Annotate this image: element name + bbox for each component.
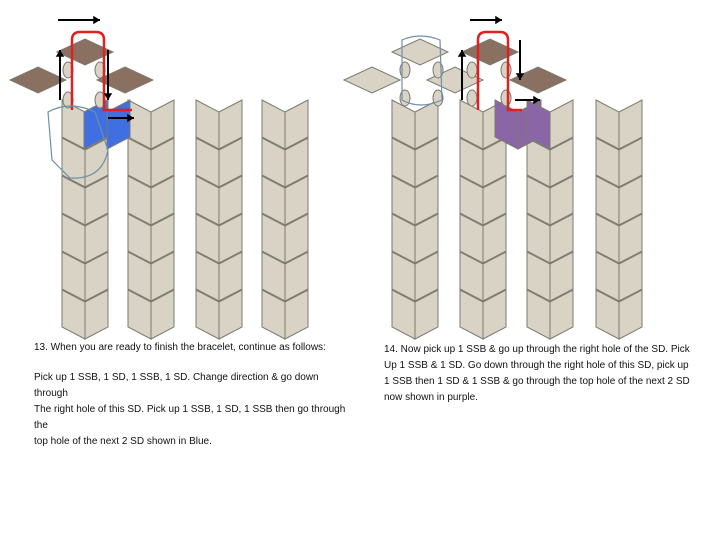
step-14-line: 1 SSB then 1 SD & 1 SSB & go through the… <box>384 376 690 387</box>
superduo-bead <box>414 289 439 340</box>
superduo-bead <box>414 251 439 302</box>
superduo-bead <box>84 289 109 340</box>
superduo-bead <box>526 99 551 150</box>
superduo-bead <box>150 137 175 188</box>
superduo-bead <box>84 251 109 302</box>
superduo-bead <box>218 251 243 302</box>
superduo-bead <box>150 289 175 340</box>
superduo-bead <box>106 99 131 150</box>
superduo-bead <box>284 175 309 226</box>
superduo-bead <box>549 213 574 264</box>
left-bead-columns <box>61 99 309 340</box>
superduo-bead <box>284 289 309 340</box>
superduo-bead <box>482 289 507 340</box>
arrow-head <box>93 15 100 25</box>
superduo-bead <box>549 289 574 340</box>
arrow-head <box>55 50 65 57</box>
superduo-bead <box>150 99 175 150</box>
thread-path <box>70 30 132 112</box>
superduo-bead <box>549 175 574 226</box>
superduo-bead <box>549 137 574 188</box>
seed-bead <box>500 61 512 79</box>
step-14-line: now shown in purple. <box>384 392 478 403</box>
superduo-bead <box>482 175 507 226</box>
superduo-bead-horizontal <box>508 66 568 94</box>
arrow-head <box>515 73 525 80</box>
superduo-bead <box>284 251 309 302</box>
bead-outline-loop <box>47 105 109 179</box>
step-13-body: Pick up 1 SSB, 1 SD, 1 SSB, 1 SD. Change… <box>34 370 354 450</box>
superduo-bead <box>618 289 643 340</box>
superduo-bead <box>284 99 309 150</box>
step-14-line: Up 1 SSB & 1 SD. Go down through the rig… <box>384 360 689 371</box>
superduo-bead <box>482 251 507 302</box>
thread-path <box>476 30 522 112</box>
superduo-bead <box>218 175 243 226</box>
step-14-instructions: 14. Now pick up 1 SSB & go up through th… <box>384 342 709 406</box>
superduo-bead <box>150 213 175 264</box>
superduo-bead <box>618 99 643 150</box>
superduo-bead <box>84 175 109 226</box>
superduo-bead <box>482 137 507 188</box>
superduo-bead <box>218 137 243 188</box>
superduo-bead-horizontal <box>8 66 68 94</box>
arrow-head <box>457 50 467 57</box>
seed-bead <box>466 61 478 79</box>
superduo-bead <box>284 137 309 188</box>
superduo-bead <box>414 175 439 226</box>
superduo-bead <box>218 213 243 264</box>
superduo-bead <box>549 251 574 302</box>
superduo-bead <box>218 289 243 340</box>
arrow-head <box>103 93 113 100</box>
arrow-head <box>495 15 502 25</box>
thread-path-overlay <box>8 15 568 179</box>
seed-bead <box>466 89 478 107</box>
superduo-bead <box>150 251 175 302</box>
superduo-bead-horizontal <box>390 38 450 66</box>
superduo-bead <box>618 213 643 264</box>
step-13-line: Pick up 1 SSB, 1 SD, 1 SSB, 1 SD. Change… <box>34 372 319 399</box>
step-13-line: The right hole of this SD. Pick up 1 SSB… <box>34 404 346 431</box>
superduo-bead <box>482 213 507 264</box>
step-13-line: top hole of the next 2 SD shown in Blue. <box>34 436 212 447</box>
superduo-bead <box>618 251 643 302</box>
step-13-heading: 13. When you are ready to finish the bra… <box>34 342 326 353</box>
superduo-bead-horizontal <box>342 66 402 94</box>
superduo-bead <box>150 175 175 226</box>
superduo-bead-horizontal <box>95 66 155 94</box>
seed-bead <box>500 89 512 107</box>
bead-outline-loop <box>401 35 443 106</box>
arrow-head <box>127 113 134 123</box>
superduo-bead <box>284 213 309 264</box>
superduo-bead <box>218 99 243 150</box>
arrow-head <box>533 95 540 105</box>
superduo-bead <box>618 175 643 226</box>
step-14-line: 14. Now pick up 1 SSB & go up through th… <box>384 344 690 355</box>
superduo-bead-horizontal <box>460 38 520 66</box>
right-bead-columns <box>391 99 643 340</box>
superduo-bead <box>618 137 643 188</box>
superduo-bead <box>84 213 109 264</box>
step-13-instructions: 13. When you are ready to finish the bra… <box>34 340 354 450</box>
superduo-bead <box>414 137 439 188</box>
superduo-bead <box>414 213 439 264</box>
